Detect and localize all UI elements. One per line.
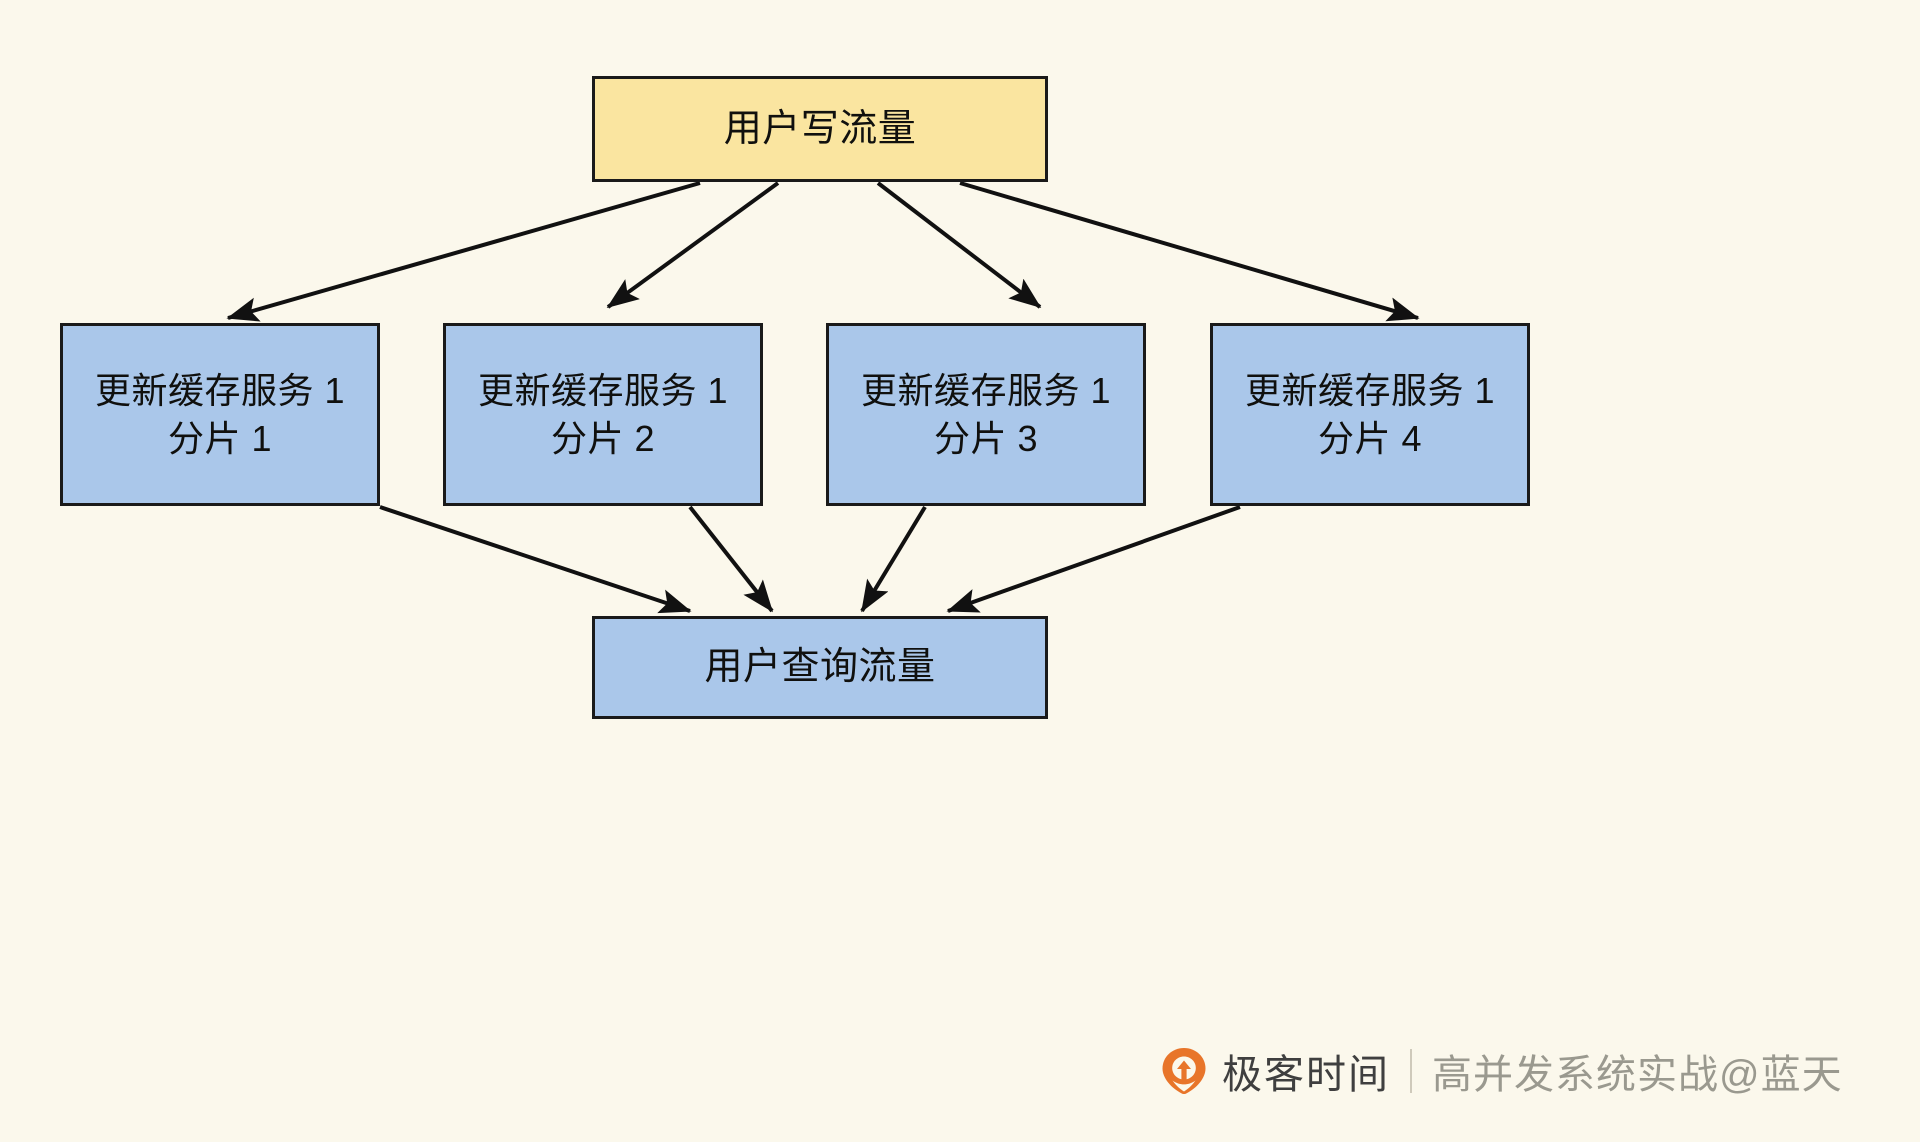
edge-write-to-shard-2 [606,181,780,309]
geekbang-pin-icon [1160,1047,1208,1095]
node-shard-4-label: 更新缓存服务 1 分片 4 [1244,369,1496,459]
node-shard-4[interactable]: 更新缓存服务 1 分片 4 [1210,323,1530,506]
watermark-tagline: 高并发系统实战@蓝天 [1432,1053,1843,1097]
node-shard-3-label: 更新缓存服务 1 分片 3 [860,369,1112,459]
edge-write-to-shard-4 [959,181,1420,322]
node-shard-2-label: 更新缓存服务 1 分片 2 [477,369,729,459]
watermark-divider [1410,1049,1412,1093]
edge-write-to-shard-3 [876,181,1042,309]
edge-shard-1-to-query [379,505,692,614]
node-shard-1-label: 更新缓存服务 1 分片 1 [94,369,346,459]
edge-shard-3-to-query [860,505,927,613]
node-write-traffic-label: 用户写流量 [723,107,917,150]
node-query-traffic-label: 用户查询流量 [704,646,936,689]
edge-shard-4-to-query [946,505,1241,613]
node-query-traffic[interactable]: 用户查询流量 [592,616,1048,719]
edge-write-to-shard-1 [226,181,701,322]
edge-shard-2-to-query [688,505,774,613]
node-shard-2[interactable]: 更新缓存服务 1 分片 2 [443,323,763,506]
node-shard-3[interactable]: 更新缓存服务 1 分片 3 [826,323,1146,506]
node-write-traffic[interactable]: 用户写流量 [592,76,1048,182]
node-shard-1[interactable]: 更新缓存服务 1 分片 1 [60,323,380,506]
watermark: 极客时间 高并发系统实战@蓝天 [1160,1042,1843,1100]
watermark-brand: 极客时间 [1222,1053,1390,1097]
